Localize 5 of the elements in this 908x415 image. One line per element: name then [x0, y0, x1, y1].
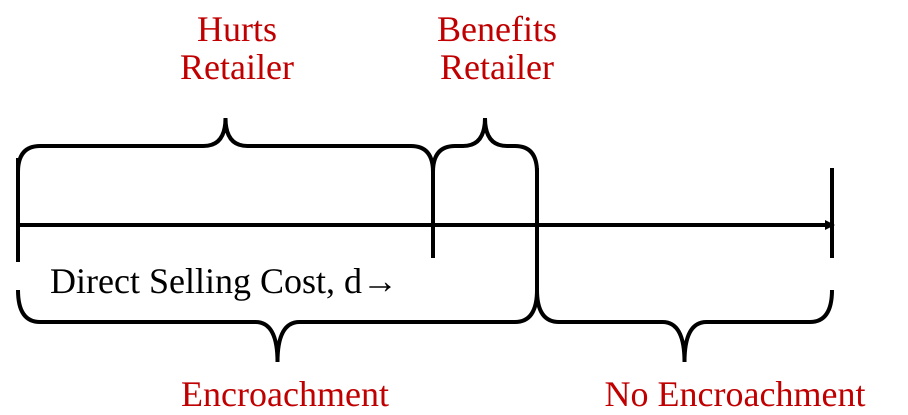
brace-label: Hurts Retailer: [179, 10, 295, 86]
brace-label: No Encroachment: [604, 375, 866, 413]
brace-label: Benefits Retailer: [436, 10, 558, 86]
brace-label: Encroachment: [180, 375, 390, 413]
axis-label: Direct Selling Cost, d→: [50, 262, 398, 300]
